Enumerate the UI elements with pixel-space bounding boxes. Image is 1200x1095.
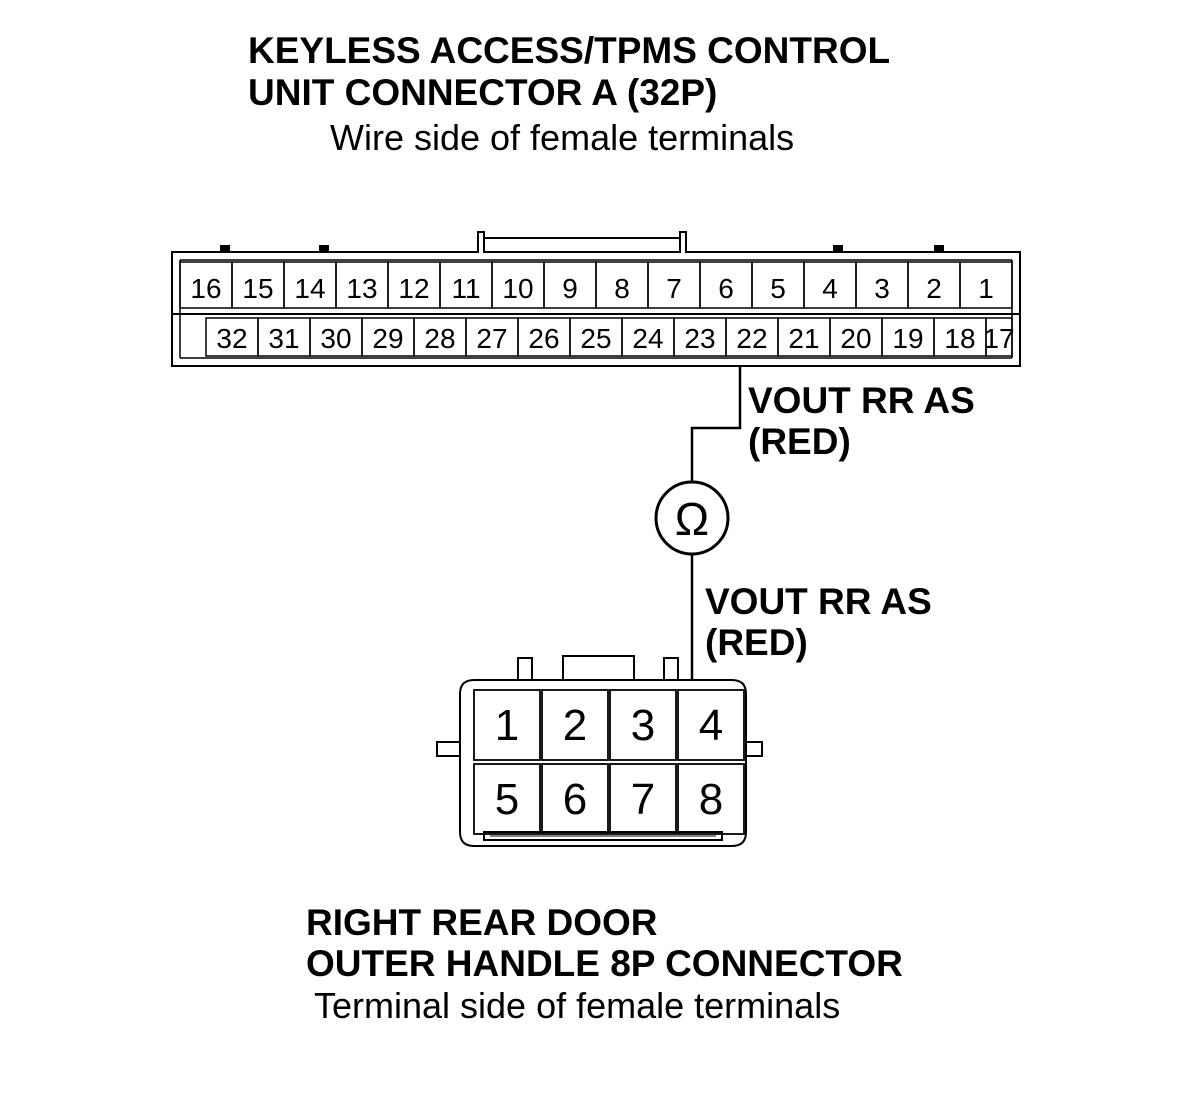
terminal-a-23: 23: [684, 323, 715, 354]
terminal-b-4: 4: [699, 701, 723, 750]
terminal-b-1: 1: [495, 701, 519, 750]
terminal-b-5: 5: [495, 775, 519, 824]
terminal-a-20: 20: [840, 323, 871, 354]
connector-a-title-line2: UNIT CONNECTOR A (32P): [248, 72, 718, 113]
terminal-a-9: 9: [562, 273, 578, 304]
terminal-a-28: 28: [424, 323, 455, 354]
connector-a-subtitle: Wire side of female terminals: [330, 117, 795, 158]
terminal-a-10: 10: [502, 273, 533, 304]
terminal-b-7: 7: [631, 775, 655, 824]
terminal-a-29: 29: [372, 323, 403, 354]
terminal-b-6: 6: [563, 775, 587, 824]
terminal-a-27: 27: [476, 323, 507, 354]
terminal-a-32: 32: [216, 323, 247, 354]
terminal-a-5: 5: [770, 273, 786, 304]
wire-upper-label-color: (RED): [748, 421, 851, 462]
wire-upper: [690, 366, 742, 492]
terminal-a-16: 16: [190, 273, 221, 304]
wire-upper-label-name: VOUT RR AS: [748, 380, 975, 421]
terminal-a-11: 11: [451, 273, 480, 304]
terminal-a-13: 13: [346, 273, 377, 304]
connector-a-title-line1: KEYLESS ACCESS/TPMS CONTROL: [248, 30, 891, 71]
terminal-b-2: 2: [563, 701, 587, 750]
terminal-a-14: 14: [294, 273, 325, 304]
terminal-b-3: 3: [631, 701, 655, 750]
ohmmeter-symbol: Ω: [654, 480, 730, 556]
terminal-a-2: 2: [926, 273, 942, 304]
terminal-a-17: 17: [983, 323, 1014, 354]
connector-b-subtitle: Terminal side of female terminals: [314, 985, 841, 1026]
terminal-a-21: 21: [788, 323, 819, 354]
terminal-a-26: 26: [528, 323, 559, 354]
terminal-a-15: 15: [242, 273, 273, 304]
connector-b-title-line1: RIGHT REAR DOOR: [306, 902, 658, 943]
terminal-a-22: 22: [736, 323, 767, 354]
terminal-a-6: 6: [718, 273, 734, 304]
wire-lower-label-color: (RED): [705, 622, 808, 663]
connector-b-title-line2: OUTER HANDLE 8P CONNECTOR: [306, 943, 903, 984]
terminal-a-8: 8: [614, 273, 630, 304]
terminal-a-18: 18: [944, 323, 975, 354]
terminal-a-1: 1: [978, 273, 994, 304]
terminal-a-4: 4: [822, 273, 838, 304]
terminal-a-31: 31: [268, 323, 299, 354]
terminal-a-30: 30: [320, 323, 351, 354]
wire-lower-label-name: VOUT RR AS: [705, 581, 932, 622]
terminal-a-3: 3: [874, 273, 890, 304]
terminal-a-12: 12: [398, 273, 429, 304]
terminal-b-8: 8: [699, 775, 723, 824]
terminal-a-19: 19: [892, 323, 923, 354]
terminal-a-24: 24: [632, 323, 663, 354]
terminal-a-7: 7: [666, 273, 682, 304]
terminal-a-25: 25: [580, 323, 611, 354]
ohm-icon: Ω: [675, 493, 709, 545]
